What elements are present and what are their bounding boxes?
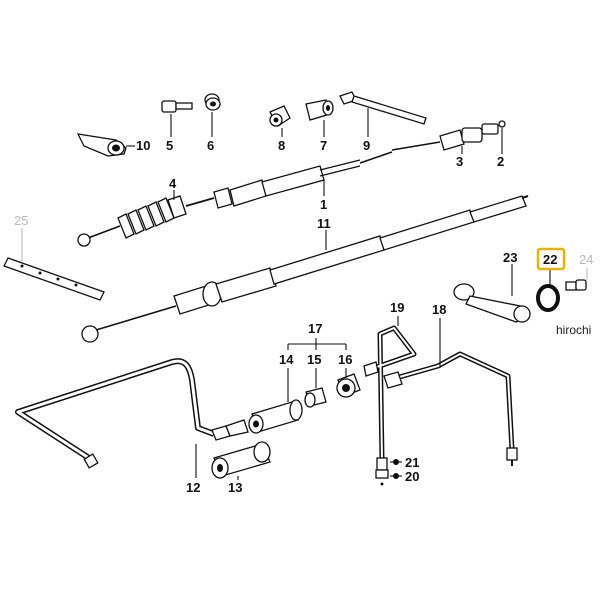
part-11-long-cable (81, 195, 529, 343)
label-15: 15 (307, 352, 321, 367)
highlight-box-22 (536, 247, 566, 271)
label-17: 17 (308, 321, 322, 336)
label-16: 16 (338, 352, 352, 367)
label-21: 21 (405, 455, 419, 470)
part-18-pipe (383, 318, 518, 466)
label-25: 25 (14, 213, 28, 228)
part-7-sleeve (305, 99, 334, 137)
part-19-pipe (363, 316, 417, 471)
label-9: 9 (363, 138, 370, 153)
part-9-cable-tie (339, 91, 427, 137)
label-14: 14 (279, 352, 294, 367)
part-23-seal-ring (453, 264, 531, 323)
label-17-bracket (287, 338, 347, 350)
label-11: 11 (317, 216, 331, 231)
part-6-nut (204, 93, 221, 137)
label-1: 1 (320, 197, 327, 212)
watermark-text: hirochi (556, 323, 591, 337)
part-10-boot (76, 133, 135, 157)
part-14-bellows (248, 368, 303, 434)
part-1-cable-assembly (77, 151, 393, 247)
part-2-cable-end-fitting (481, 120, 506, 154)
label-3: 3 (456, 154, 463, 169)
label-23: 23 (503, 250, 517, 265)
part-25-strap (3, 228, 105, 301)
label-12: 12 (186, 480, 200, 495)
part-20-washer (390, 473, 402, 479)
part-13-sleeve (211, 441, 271, 480)
part-12-bent-tube (15, 358, 249, 478)
label-5: 5 (166, 138, 173, 153)
part-21-fitting (375, 459, 402, 486)
part-15-grommet (304, 368, 327, 408)
label-18: 18 (432, 302, 446, 317)
part-8-bushing (269, 105, 291, 137)
label-8: 8 (278, 138, 285, 153)
label-2: 2 (497, 154, 504, 169)
part-3-cable-adjuster (391, 127, 483, 154)
part-4-spring (117, 190, 187, 239)
part-16-cap (336, 368, 361, 398)
label-10: 10 (136, 138, 150, 153)
label-4: 4 (169, 176, 177, 191)
label-13: 13 (228, 480, 242, 495)
part-5-bolt (161, 100, 193, 137)
label-24: 24 (579, 252, 593, 267)
label-22: 22 (543, 252, 557, 267)
label-20: 20 (405, 469, 419, 484)
label-7: 7 (320, 138, 327, 153)
label-6: 6 (207, 138, 214, 153)
label-19: 19 (390, 300, 404, 315)
part-24-bolt (565, 268, 588, 291)
part-22-ring (536, 270, 560, 312)
